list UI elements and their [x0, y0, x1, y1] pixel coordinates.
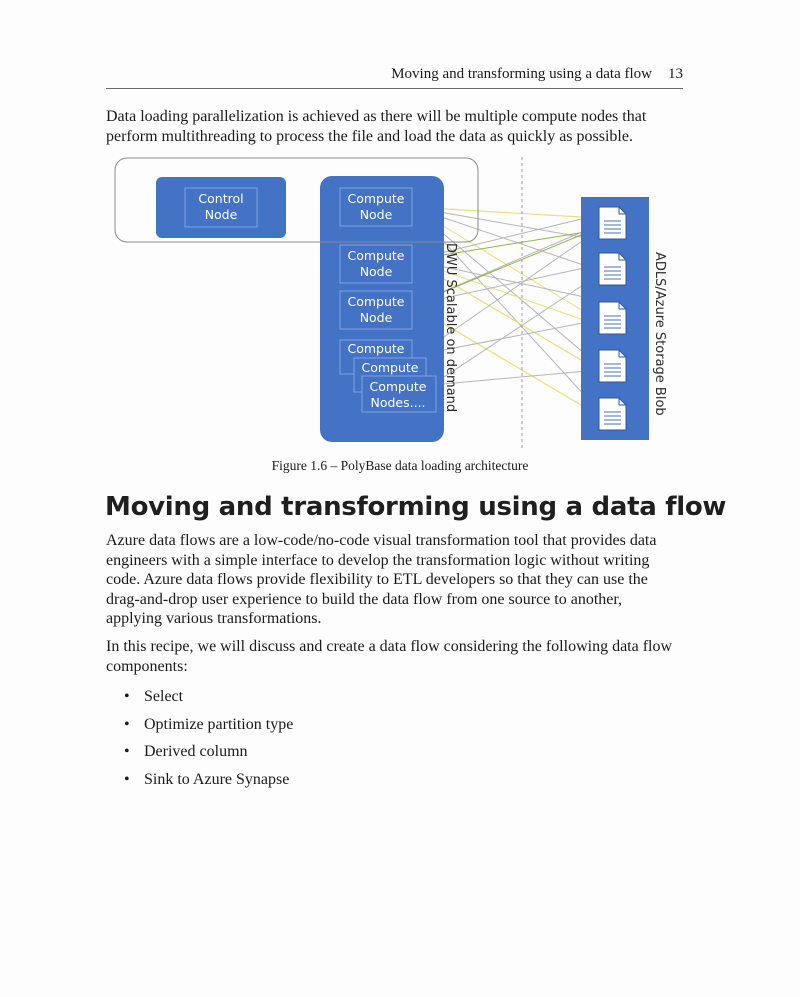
page-number: 13 [668, 66, 683, 82]
compute-node-3-inner [339, 290, 413, 330]
bullet-marker: • [124, 771, 130, 789]
control-node-label-line2: Node [205, 207, 238, 222]
bullet-marker: • [124, 688, 130, 705]
stacked-node-label-3: Compute [369, 379, 426, 394]
bullet-marker: • [124, 743, 130, 761]
bullet-marker: • [124, 715, 130, 733]
running-header: Moving and transforming using a data flo… [106, 64, 683, 89]
list-item-text: Sink to Azure Synapse [144, 771, 290, 789]
compute-node-2-label-line2: Node [360, 264, 393, 279]
storage-blob-label: ADLS/Azure Storage Blob [652, 252, 667, 416]
control-group-outline [114, 157, 479, 243]
running-header-title: Moving and transforming using a data flo… [391, 66, 652, 82]
section-heading: Moving and transforming using a data flo… [105, 492, 727, 522]
section-paragraph-1: Azure data flows are a low-code/no-code … [106, 532, 657, 627]
compute-node-1-label-line2: Node [360, 207, 393, 222]
link-line [431, 274, 599, 386]
compute-node-3-label-line2: Node [360, 310, 393, 325]
stacked-node-label-1: Compute [347, 341, 404, 356]
section-paragraph-2: In this recipe, we will discuss and crea… [106, 638, 673, 675]
compute-node-3-label-line1: Compute [347, 294, 404, 309]
file-icon [598, 206, 627, 240]
control-node-inner [184, 187, 258, 228]
components-bullet-list: • Select • Optimize partition type • Derive… [122, 687, 293, 798]
dwu-scalable-label: DWU Scalable on demand [443, 243, 458, 412]
stacked-node-front [361, 375, 437, 413]
control-node-box [156, 177, 286, 238]
control-node-label-line1: Control [198, 191, 243, 206]
architecture-diagram: Control Node Compute Node Compute Node C… [114, 157, 667, 450]
stacked-node-label-2: Compute [361, 360, 418, 375]
list-item: • Sink to Azure Synapse [122, 770, 293, 798]
compute-node-2-inner [339, 244, 413, 284]
list-item: • Optimize partition type [122, 715, 293, 743]
list-item-text: Select [144, 688, 184, 705]
figure-caption: Figure 1.6 – PolyBase data loading archi… [271, 458, 529, 473]
stacked-node-label-4: Nodes.... [370, 395, 425, 410]
compute-node-2-label-line1: Compute [347, 248, 404, 263]
file-icon [598, 301, 627, 335]
list-item-text: Derived column [144, 743, 248, 761]
polybase-architecture-figure: Control Node Compute Node Compute Node C… [0, 150, 800, 455]
list-item: • Select [122, 687, 293, 715]
file-icon [598, 252, 627, 286]
file-icons [598, 206, 627, 431]
list-item-text: Optimize partition type [144, 715, 294, 733]
intro-paragraph: Data loading parallelization is achieved… [106, 108, 647, 145]
file-icon [598, 349, 627, 383]
compute-node-1-label-line1: Compute [347, 191, 404, 206]
file-icon [598, 397, 627, 431]
link-line [417, 319, 599, 356]
link-line [431, 369, 599, 386]
link-line [417, 229, 599, 356]
compute-node-1-inner [339, 187, 413, 227]
list-item: • Derived column [122, 742, 293, 770]
